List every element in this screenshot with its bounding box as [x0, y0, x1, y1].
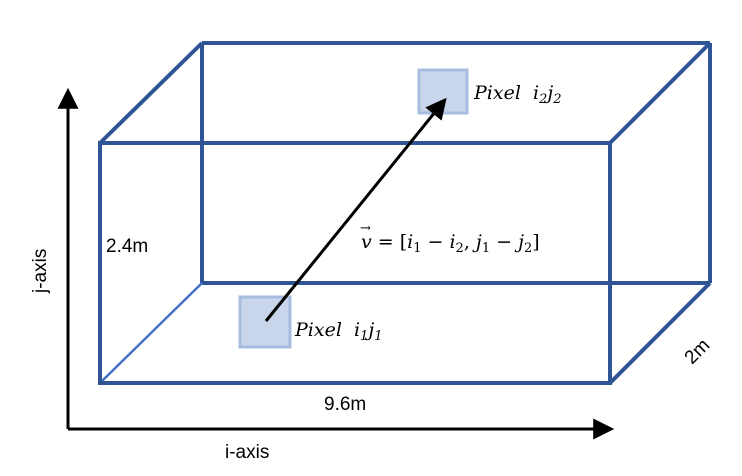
- length-label: 9.6m: [324, 394, 366, 415]
- box-front-face: [98, 141, 612, 385]
- pixel-1-square: [238, 295, 292, 349]
- height-label: 2.4m: [106, 236, 148, 257]
- j-axis-label: j-axis: [30, 249, 51, 294]
- depth-edge-bottom-right: [608, 281, 712, 385]
- i-axis-label: i-axis: [225, 442, 269, 463]
- pixel-2-label: Pixel i2j2: [473, 82, 562, 107]
- pixel-2-square: [417, 68, 469, 115]
- box-back-face: [200, 41, 712, 285]
- vector-equation: v= [i1 − i2, j1 − j2]: [361, 231, 540, 256]
- depth-edge-bottom-left: [99, 282, 203, 384]
- depth-edge-top-left: [98, 41, 204, 145]
- box-depth-edges: [98, 41, 712, 385]
- vector-arrow-accent: →: [360, 221, 371, 236]
- depth-edge-top-right: [608, 41, 712, 145]
- vector-arrow: [264, 97, 447, 322]
- pixel-1-label: Pixel i1j1: [294, 319, 383, 344]
- depth-label: 2m: [681, 335, 715, 369]
